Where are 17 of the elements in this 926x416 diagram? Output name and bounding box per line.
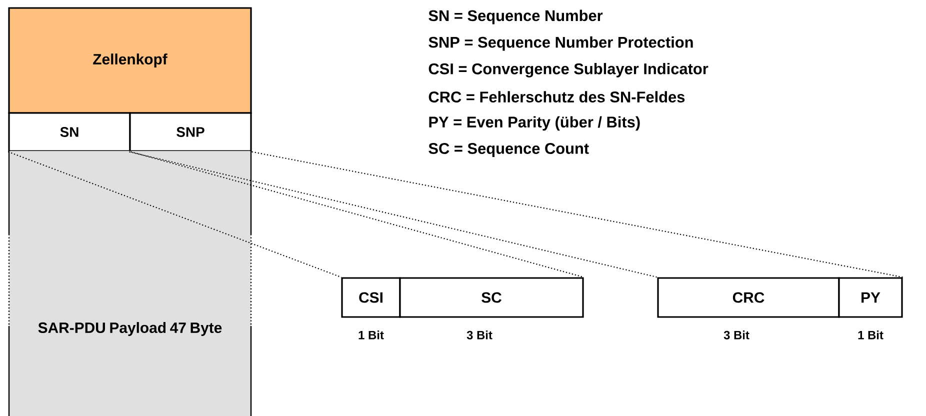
bit-count: 3 Bit: [724, 330, 750, 340]
legend-line: CSI = Convergence Sublayer Indicator: [428, 62, 708, 78]
legend-line: PY = Even Parity (über / Bits): [429, 116, 640, 131]
bit-count: 3 Bit: [466, 330, 492, 340]
bit-count: 1 Bit: [358, 330, 384, 340]
legend-line: CRC = Fehlerschutz des SN-Feldes: [428, 91, 685, 102]
field-box: PY: [838, 277, 903, 318]
field-box: CSI: [341, 277, 401, 318]
payload-box: SAR-PDU Payload 47 Byte: [8, 150, 252, 416]
bit-count: 1 Bit: [858, 330, 884, 340]
field-box: SN: [8, 112, 131, 152]
legend-line: SC = Sequence Count: [428, 143, 589, 157]
leader-line: [252, 151, 903, 278]
legend-line: SN = Sequence Number: [428, 10, 603, 24]
field-box: Zellenkopf: [8, 7, 252, 114]
legend-line: SNP = Sequence Number Protection: [428, 36, 693, 51]
field-box: SNP: [129, 112, 252, 152]
